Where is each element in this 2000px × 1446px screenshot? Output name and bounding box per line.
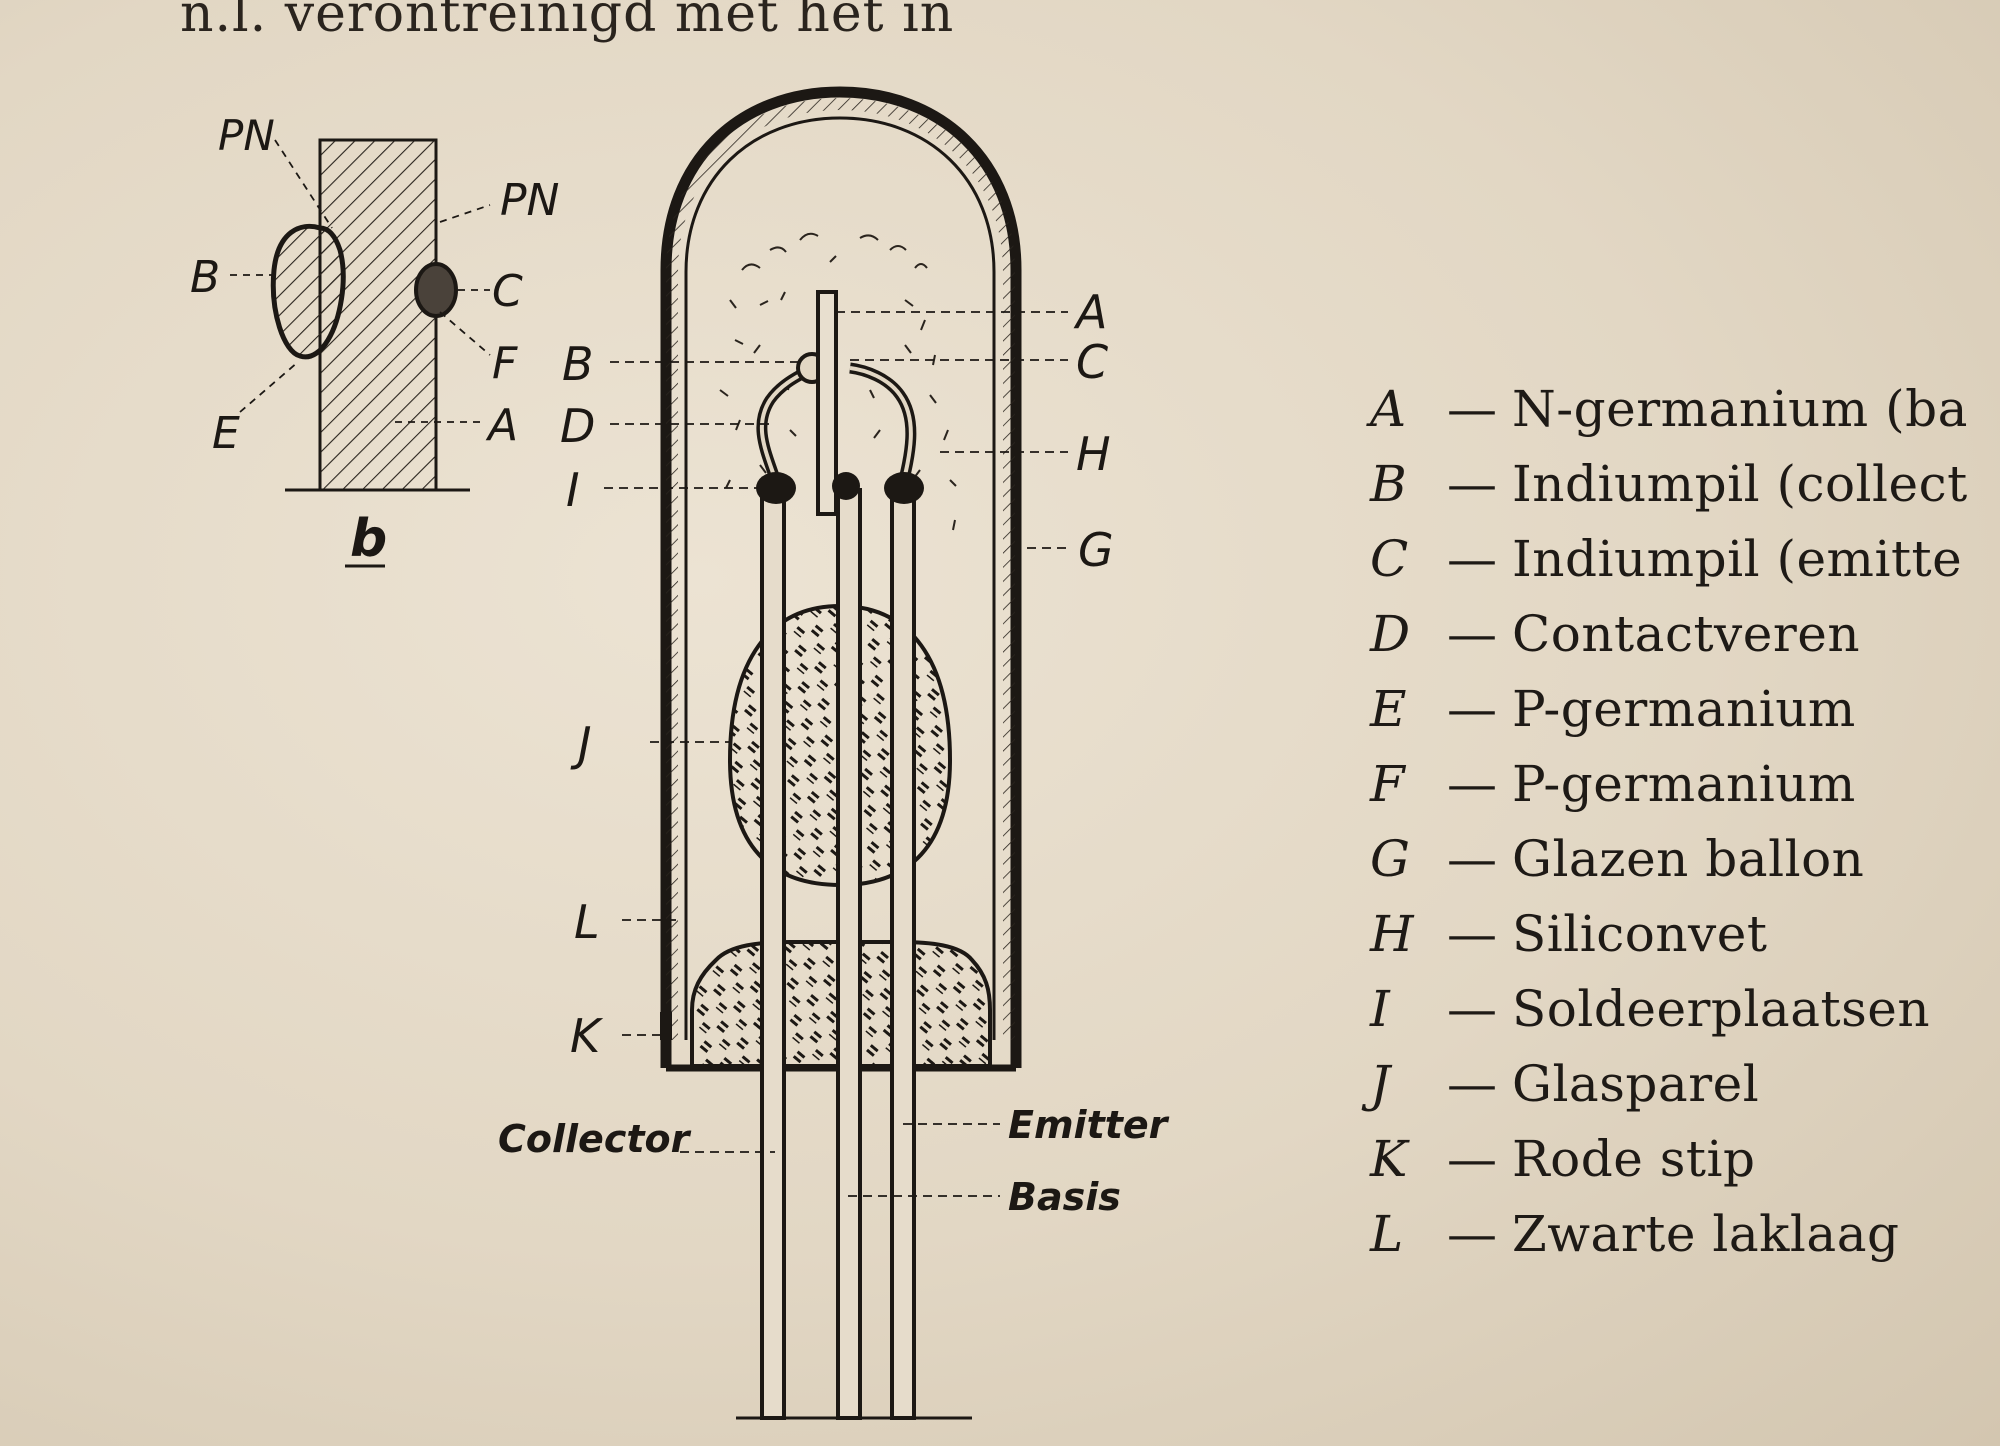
legend-letter: C: [1370, 530, 1409, 588]
label-c: C: [1076, 335, 1108, 389]
legend-row: F — P-germanium: [1370, 747, 1968, 822]
lead-wires: [760, 488, 916, 1420]
germanium-crystal: [816, 290, 838, 516]
legend-row: B — Indiumpil (collect: [1370, 447, 1968, 522]
legend-dash: —: [1447, 455, 1497, 513]
legend-dash: —: [1447, 605, 1497, 663]
inset-indium-collector: [270, 223, 346, 360]
legend-letter: B: [1370, 455, 1407, 513]
legend-dash: —: [1447, 830, 1497, 888]
legend-dash: —: [1447, 980, 1497, 1038]
legend-row: D — Contactveren: [1370, 597, 1968, 672]
label-g: G: [1078, 523, 1114, 577]
inset-label-a: A: [485, 400, 518, 451]
legend-text: Soldeerplaatsen: [1512, 980, 1931, 1038]
inset-figure: PN PN B C F E A b: [190, 111, 559, 569]
legend-row: E — P-germanium: [1370, 672, 1968, 747]
label-i: I: [566, 463, 580, 517]
legend-text: Rode stip: [1512, 1130, 1756, 1188]
legend-text: Glasparel: [1512, 1055, 1760, 1113]
legend-row: A — N-germanium (ba: [1370, 372, 1968, 447]
label-k: K: [570, 1009, 604, 1063]
label-h: H: [1076, 427, 1111, 481]
legend-letter: A: [1370, 380, 1407, 438]
legend-letter: K: [1370, 1130, 1408, 1188]
legend-dash: —: [1447, 530, 1497, 588]
legend-text: P-germanium: [1512, 755, 1856, 813]
legend-dash: —: [1447, 1055, 1497, 1113]
legend-text: Contactveren: [1512, 605, 1861, 663]
legend-text: Zwarte laklaag: [1512, 1205, 1900, 1263]
legend-letter: I: [1370, 980, 1390, 1038]
legend-letter: H: [1370, 905, 1414, 963]
inset-label-pn-right: PN: [500, 175, 559, 226]
label-basis: Basis: [1008, 1175, 1121, 1219]
silicone-grease: [719, 232, 957, 531]
legend-dash: —: [1447, 1130, 1497, 1188]
transistor-main: B D I J L K A C H G Collector Emitter Ba…: [498, 86, 1170, 1420]
legend-letter: E: [1370, 680, 1407, 738]
legend-row: J — Glasparel: [1370, 1047, 1968, 1122]
legend-letter: D: [1370, 605, 1411, 663]
legend-letter: L: [1370, 1205, 1404, 1263]
legend-dash: —: [1447, 380, 1497, 438]
label-l: L: [574, 895, 600, 949]
legend-row: I — Soldeerplaatsen: [1370, 972, 1968, 1047]
legend-letter: G: [1370, 830, 1410, 888]
legend-row: K — Rode stip: [1370, 1122, 1968, 1197]
solder-point-mid: [832, 472, 860, 500]
legend-dash: —: [1447, 905, 1497, 963]
solder-point-left: [756, 472, 796, 504]
inset-label-b: B: [190, 252, 220, 303]
inset-label-pn-top: PN: [218, 111, 275, 160]
page-header-text: n.l. verontreinigd met het in: [180, 0, 955, 44]
legend-dash: —: [1447, 755, 1497, 813]
inset-label-e: E: [212, 408, 240, 459]
legend-row: C — Indiumpil (emitte: [1370, 522, 1968, 597]
legend-text: Indiumpil (emitte: [1512, 530, 1963, 588]
legend-text: Siliconvet: [1512, 905, 1768, 963]
inset-label-c: C: [492, 266, 523, 317]
label-j: J: [570, 717, 592, 771]
legend-row: L — Zwarte laklaag: [1370, 1197, 1968, 1272]
red-dot: [660, 1012, 672, 1040]
legend-row: H — Siliconvet: [1370, 897, 1968, 972]
label-b: B: [562, 337, 594, 391]
label-emitter: Emitter: [1008, 1103, 1170, 1147]
label-a: A: [1073, 285, 1107, 339]
inset-caption: b: [350, 509, 387, 569]
legend-row: G — Glazen ballon: [1370, 822, 1968, 897]
solder-point-right: [884, 472, 924, 504]
inset-label-f: F: [492, 338, 518, 389]
label-collector: Collector: [498, 1117, 692, 1161]
glass-bulb: [660, 86, 1022, 1068]
label-d: D: [560, 399, 595, 453]
legend-text: Glazen ballon: [1512, 830, 1865, 888]
legend-text: N-germanium (ba: [1512, 380, 1968, 438]
legend-text: Indiumpil (collect: [1512, 455, 1968, 513]
legend-dash: —: [1447, 1205, 1497, 1263]
legend-text: P-germanium: [1512, 680, 1856, 738]
legend-dash: —: [1447, 680, 1497, 738]
inset-indium-emitter: [414, 262, 458, 318]
legend-letter: J: [1370, 1055, 1391, 1113]
legend-letter: F: [1370, 755, 1405, 813]
contact-spring-right: [849, 362, 917, 490]
